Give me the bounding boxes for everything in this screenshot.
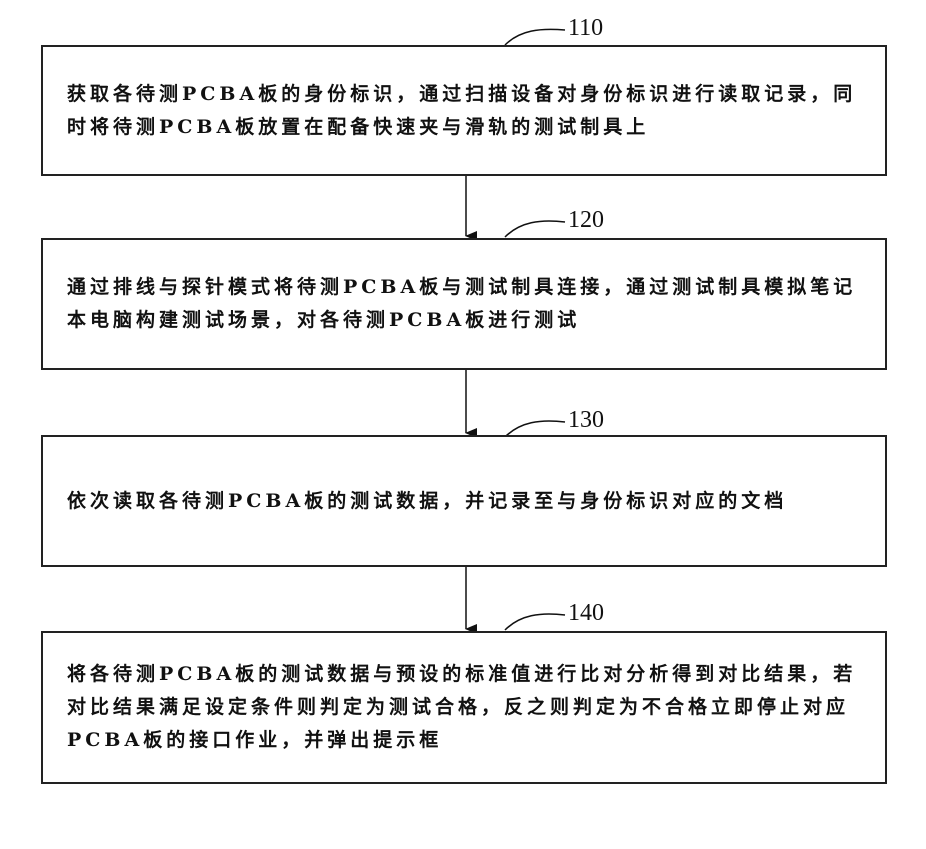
step-box-120: 通过排线与探针模式将待测PCBA板与测试制具连接，通过测试制具模拟笔记本电脑构建… — [41, 238, 887, 370]
step-box-140: 将各待测PCBA板的测试数据与预设的标准值进行比对分析得到对比结果，若对比结果满… — [41, 631, 887, 784]
step-id-120: 120 — [568, 208, 604, 232]
step-id-110: 110 — [568, 16, 603, 40]
step-text-130: 依次读取各待测PCBA板的测试数据，并记录至与身份标识对应的文档 — [67, 485, 861, 518]
step-text-110: 获取各待测PCBA板的身份标识，通过扫描设备对身份标识进行读取记录，同时将待测P… — [67, 78, 861, 144]
leader-120 — [505, 221, 565, 237]
step-id-130: 130 — [568, 408, 604, 432]
step-box-130: 依次读取各待测PCBA板的测试数据，并记录至与身份标识对应的文档 — [41, 435, 887, 567]
leader-140 — [505, 614, 565, 630]
step-text-120: 通过排线与探针模式将待测PCBA板与测试制具连接，通过测试制具模拟笔记本电脑构建… — [67, 271, 861, 337]
leader-110 — [505, 29, 565, 45]
step-text-140: 将各待测PCBA板的测试数据与预设的标准值进行比对分析得到对比结果，若对比结果满… — [67, 658, 861, 757]
step-box-110: 获取各待测PCBA板的身份标识，通过扫描设备对身份标识进行读取记录，同时将待测P… — [41, 45, 887, 176]
step-id-140: 140 — [568, 601, 604, 625]
